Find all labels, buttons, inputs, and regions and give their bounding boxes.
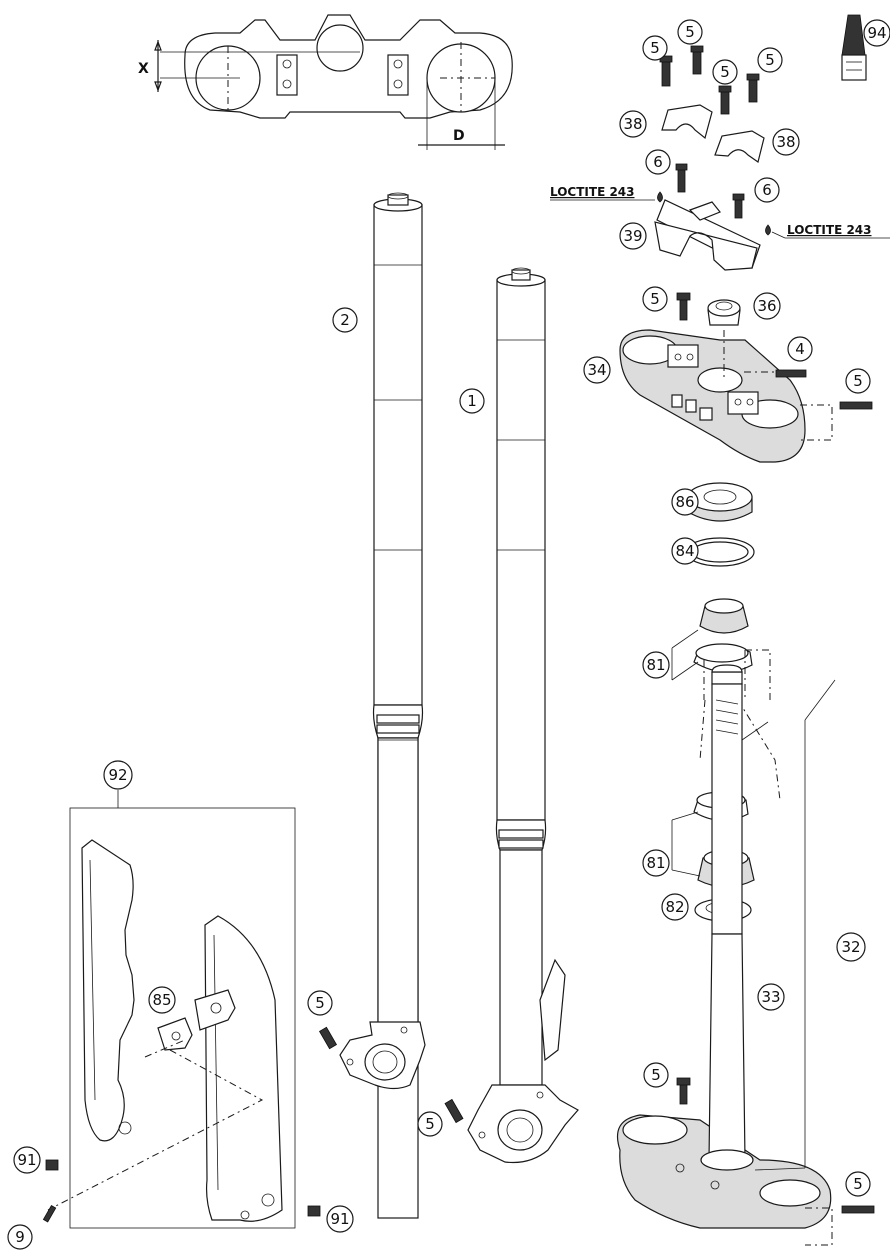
callout-39: 39 — [619, 222, 647, 250]
svg-text:1: 1 — [467, 392, 477, 410]
callout-91a: 91 — [13, 1146, 41, 1174]
svg-text:36: 36 — [757, 297, 776, 315]
svg-text:32: 32 — [841, 938, 860, 956]
svg-text:5: 5 — [853, 372, 863, 390]
callout-5e: 5 — [642, 286, 668, 312]
handlebar-clamp-screws — [659, 45, 760, 115]
svg-text:94: 94 — [867, 24, 886, 42]
svg-text:6: 6 — [762, 181, 772, 199]
loctite-label-right: LOCTITE 243 — [787, 223, 872, 237]
svg-text:81: 81 — [646, 656, 665, 674]
fork-leg-left — [318, 192, 426, 1219]
callout-2: 2 — [332, 307, 358, 333]
svg-text:5: 5 — [315, 994, 325, 1012]
svg-text:38: 38 — [776, 133, 795, 151]
callout-5j: 5 — [845, 1171, 871, 1197]
clamp-screws-m6 — [550, 163, 890, 239]
callout-5g: 5 — [307, 990, 333, 1016]
triple-clamp-top-view: X D — [138, 14, 513, 150]
callout-5h: 5 — [417, 1111, 443, 1137]
callout-91b: 91 — [326, 1205, 354, 1233]
callout-81b: 81 — [642, 849, 670, 877]
svg-text:9: 9 — [15, 1228, 25, 1246]
callout-6b: 6 — [754, 177, 780, 203]
callout-5c: 5 — [712, 59, 738, 85]
callout-84: 84 — [671, 537, 699, 565]
callout-6a: 6 — [645, 149, 671, 175]
svg-text:91: 91 — [17, 1151, 36, 1169]
svg-text:85: 85 — [152, 991, 171, 1009]
upper-triple-clamp — [619, 292, 873, 463]
svg-text:2: 2 — [340, 311, 350, 329]
svg-text:38: 38 — [623, 115, 642, 133]
svg-text:81: 81 — [646, 854, 665, 872]
callout-5d: 5 — [757, 47, 783, 73]
callout-34: 34 — [583, 356, 611, 384]
callout-5f: 5 — [845, 368, 871, 394]
svg-text:4: 4 — [795, 340, 805, 358]
svg-text:6: 6 — [653, 153, 663, 171]
callout-92: 92 — [103, 760, 133, 790]
svg-text:39: 39 — [623, 227, 642, 245]
callout-86: 86 — [671, 488, 699, 516]
svg-text:5: 5 — [651, 1066, 661, 1084]
svg-text:82: 82 — [665, 898, 684, 916]
svg-text:86: 86 — [675, 493, 694, 511]
callout-33: 33 — [757, 983, 785, 1011]
svg-text:5: 5 — [425, 1115, 435, 1133]
handlebar-clamp-upper — [661, 104, 765, 163]
callout-32: 32 — [836, 932, 866, 962]
callout-5b: 5 — [677, 19, 703, 45]
callout-4: 4 — [787, 336, 813, 362]
svg-text:5: 5 — [765, 51, 775, 69]
callout-94: 94 — [863, 19, 890, 47]
svg-text:84: 84 — [675, 542, 694, 560]
svg-text:5: 5 — [650, 39, 660, 57]
callout-38a: 38 — [619, 110, 647, 138]
loctite-tube — [841, 14, 867, 81]
callout-38b: 38 — [772, 128, 800, 156]
lower-triple-clamp — [616, 664, 875, 1246]
svg-text:5: 5 — [720, 63, 730, 81]
callout-5i: 5 — [643, 1062, 669, 1088]
handlebar-clamp-lower — [654, 199, 761, 271]
svg-text:5: 5 — [853, 1175, 863, 1193]
svg-text:92: 92 — [108, 766, 127, 784]
callout-81a: 81 — [642, 651, 670, 679]
callout-85: 85 — [148, 986, 176, 1014]
callout-5a: 5 — [642, 35, 668, 61]
loctite-label-left: LOCTITE 243 — [550, 185, 635, 199]
svg-text:5: 5 — [650, 290, 660, 308]
callout-9: 9 — [7, 1224, 33, 1250]
fork-protector-kit — [42, 790, 321, 1229]
fork-leg-right — [444, 267, 579, 1164]
dimension-d-label: D — [453, 128, 465, 144]
svg-text:34: 34 — [587, 361, 606, 379]
svg-text:33: 33 — [761, 988, 780, 1006]
callout-36: 36 — [753, 292, 781, 320]
callout-82: 82 — [661, 893, 689, 921]
svg-text:91: 91 — [330, 1210, 349, 1228]
svg-text:5: 5 — [685, 23, 695, 41]
dimension-x-label: X — [138, 61, 149, 77]
callout-1: 1 — [459, 388, 485, 414]
